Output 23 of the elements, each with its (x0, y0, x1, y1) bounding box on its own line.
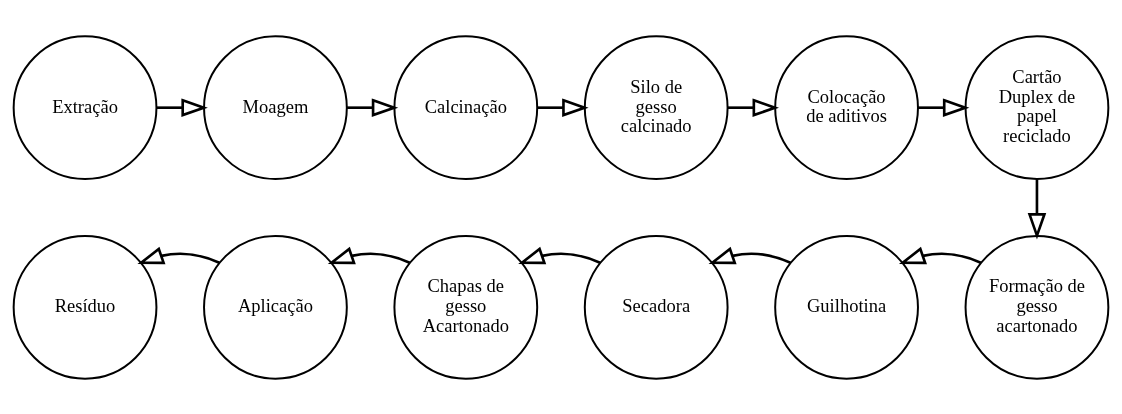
node-circle: Cartão Duplex de papel reciclado (964, 34, 1110, 180)
node-circle: Extração (12, 34, 158, 180)
node-circle: Colocação de aditivos (774, 34, 919, 180)
arrow (156, 97, 208, 117)
arrow (518, 246, 601, 264)
node-circle: Chapas de gesso Acartonado (393, 234, 539, 380)
node-circle: Moagem (203, 34, 348, 180)
arrow (346, 97, 399, 117)
arrow (708, 246, 791, 264)
arrow (1027, 179, 1047, 240)
node-circle: Silo de gesso calcinado (583, 34, 729, 180)
node-circle: Calcinação (393, 34, 539, 180)
node-circle: Formação de gesso acartonado (964, 234, 1110, 380)
node-circle: Aplicação (203, 234, 348, 380)
arrow (327, 246, 411, 264)
node-circle: Guilhotina (774, 234, 919, 380)
arrow (137, 246, 220, 264)
arrow (898, 246, 982, 264)
node-circle: Secadora (583, 234, 729, 380)
arrow (537, 97, 589, 117)
arrow (727, 97, 779, 117)
arrow (917, 97, 970, 117)
node-circle: Resíduo (12, 234, 158, 380)
